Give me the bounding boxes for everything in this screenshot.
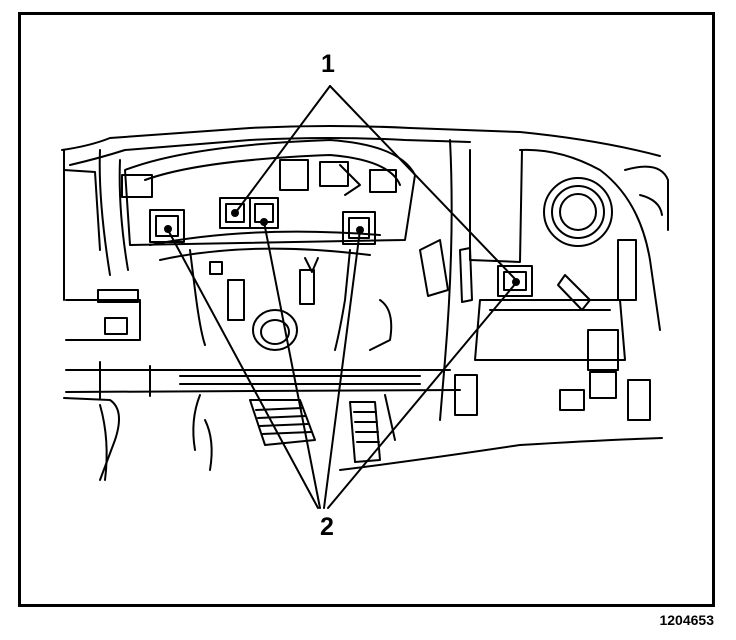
figure-number: 1204653 <box>659 612 714 628</box>
callout-1: 1 <box>321 50 335 78</box>
leader-lines <box>168 86 516 508</box>
pedal-assembly <box>100 395 395 480</box>
dash-top-outline <box>62 126 660 300</box>
cross-car-beam <box>66 290 460 398</box>
floor-outline <box>64 398 662 480</box>
passenger-side-panel <box>420 140 668 420</box>
callout-2: 2 <box>320 513 334 541</box>
steering-column <box>190 250 391 350</box>
mounting-bosses <box>150 198 532 296</box>
